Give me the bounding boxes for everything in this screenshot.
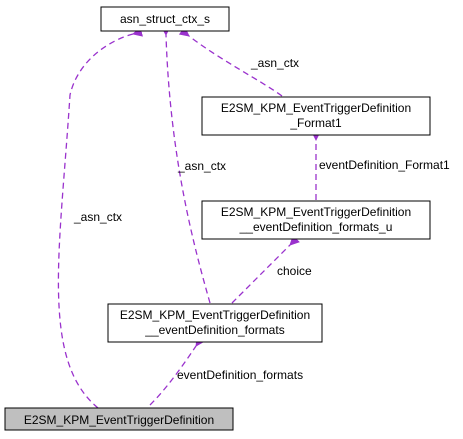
node-label: E2SM_KPM_EventTriggerDefinition [24,413,214,427]
edge-label-event-definition-formats: eventDefinition_formats [177,368,303,382]
edge-line [160,25,211,304]
edge-format1-to-ctx: _asn_ctx [178,26,299,97]
node-label-line2: _Format1 [289,116,342,130]
node-formats[interactable]: E2SM_KPM_EventTriggerDefinition __eventD… [107,303,323,343]
node-box [107,303,323,343]
node-label-line2: __eventDefinition_formats_u [239,220,393,234]
edge-root-to-formats: eventDefinition_formats [149,335,303,406]
node-label-line1: E2SM_KPM_EventTriggerDefinition [221,205,411,219]
edge-label-choice: choice [277,264,312,278]
edge-line [149,335,206,406]
node-box [100,6,230,32]
node-label-line1: E2SM_KPM_EventTriggerDefinition [221,101,411,115]
edge-label-event-definition-format1: eventDefinition_Format1 [319,158,450,172]
node-box [201,200,431,240]
node-box [201,96,431,136]
edge-line [231,235,300,304]
node-label-line2: __eventDefinition_formats [144,323,284,337]
edge-root-to-ctx: _asn_ctx [57,26,143,409]
node-root[interactable]: E2SM_KPM_EventTriggerDefinition [4,407,234,431]
edge-label-asn-ctx: _asn_ctx [177,159,226,173]
node-label: asn_struct_ctx_s [120,12,210,26]
node-box [4,407,234,431]
edge-label-asn-ctx: _asn_ctx [250,56,299,70]
node-asn-struct-ctx-s[interactable]: asn_struct_ctx_s [100,6,230,32]
node-formats-u[interactable]: E2SM_KPM_EventTriggerDefinition __eventD… [201,200,431,240]
node-label-line1: E2SM_KPM_EventTriggerDefinition [120,308,310,322]
edge-line [178,26,283,97]
edge-line [57,26,143,409]
edge-formats-to-ctx: _asn_ctx [160,25,226,304]
edge-label-asn-ctx: _asn_ctx [73,210,122,224]
edge-formats-to-formats_u: choice [231,235,312,304]
edge-formats_u-to-format1: eventDefinition_Format1 [311,131,450,200]
node-format1[interactable]: E2SM_KPM_EventTriggerDefinition _Format1 [201,96,431,136]
